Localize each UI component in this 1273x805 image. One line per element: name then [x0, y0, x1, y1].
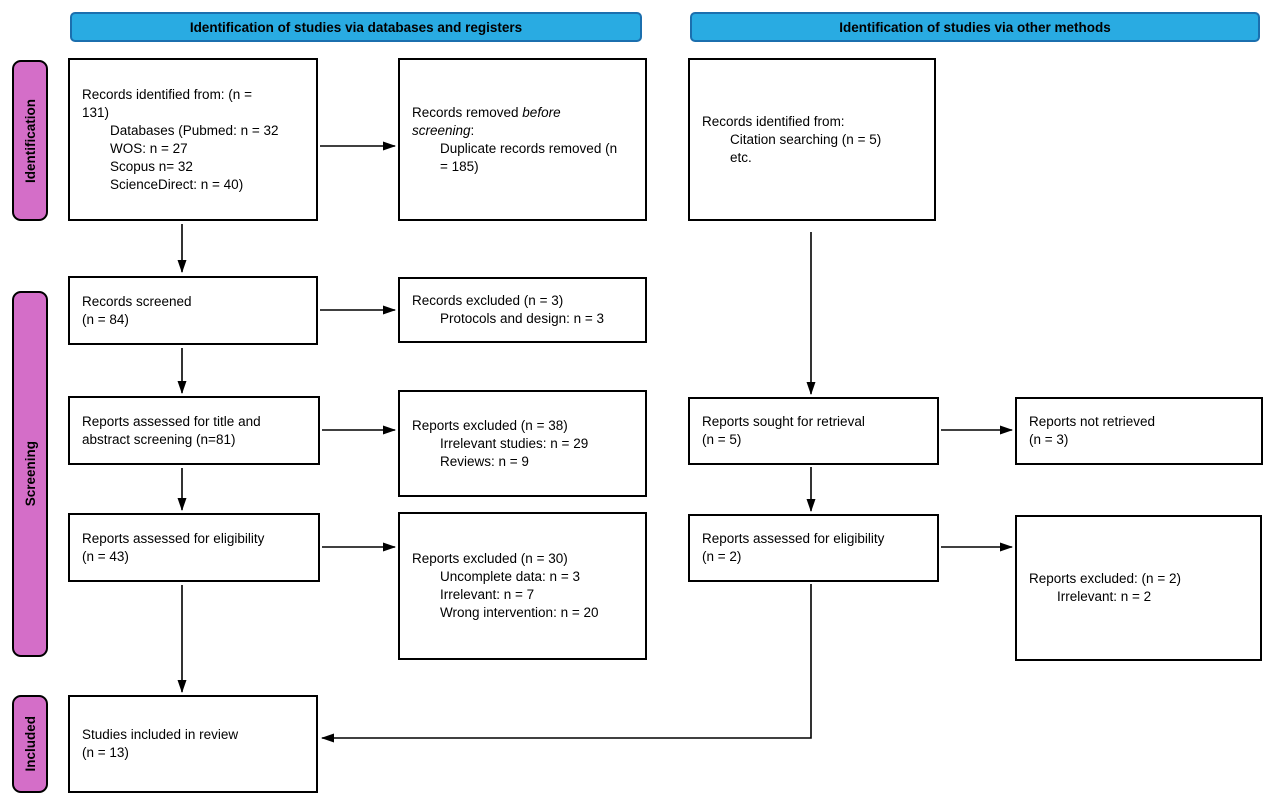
box-line: Databases (Pubmed: n = 32 [110, 122, 279, 138]
box-records-identified: Records identified from: (n = 131) Datab… [68, 58, 318, 221]
stage-identification: Identification [12, 60, 48, 221]
box-line: Protocols and design: n = 3 [440, 311, 604, 326]
box-line: screening: [412, 122, 637, 140]
box-line: Reports excluded: (n = 2) [1029, 571, 1181, 586]
box-line: (n = 3) [1029, 432, 1069, 447]
header-other-methods: Identification of studies via other meth… [690, 12, 1260, 42]
box-reports-title-abstract: Reports assessed for title and abstract … [68, 396, 320, 465]
box-line: Reports not retrieved [1029, 414, 1156, 429]
header-other-label: Identification of studies via other meth… [839, 19, 1111, 35]
box-line: (n = 5) [702, 432, 742, 447]
box-line: Irrelevant: n = 7 [440, 587, 535, 602]
box-line: Reports assessed for title and [82, 413, 261, 429]
box-line: Reports excluded (n = 38) [412, 417, 568, 433]
box-line: Records screened [82, 293, 192, 309]
header-databases-label: Identification of studies via databases … [189, 19, 523, 35]
box-line: (n = 2) [702, 549, 742, 564]
box-studies-included: Studies included in review (n = 13) [68, 695, 318, 793]
box-line: Scopus n= 32 [110, 158, 193, 174]
box-line: WOS: n = 27 [110, 140, 188, 156]
box-line: ScienceDirect: n = 40) [110, 176, 244, 192]
stage-screening-label: Screening [22, 441, 38, 507]
header-databases-registers: Identification of studies via databases … [70, 12, 642, 42]
box-reports-sought: Reports sought for retrieval (n = 5) [688, 397, 939, 465]
box-line: Reports sought for retrieval [702, 414, 865, 429]
box-line: Uncomplete data: n = 3 [440, 569, 580, 584]
box-records-excluded: Records excluded (n = 3) Protocols and d… [398, 277, 647, 343]
box-line: (n = 13) [82, 745, 129, 760]
box-line: Citation searching (n = 5) [730, 131, 882, 147]
box-reports-eligibility: Reports assessed for eligibility (n = 43… [68, 513, 320, 582]
box-line: Records excluded (n = 3) [412, 293, 564, 308]
stage-included: Included [12, 695, 48, 793]
box-records-other-methods: Records identified from: Citation search… [688, 58, 936, 221]
box-text-italic: screening [412, 122, 471, 138]
box-records-removed: Records removed before screening: Duplic… [398, 58, 647, 221]
box-line: = 185) [440, 158, 479, 174]
box-line: (n = 43) [82, 548, 129, 564]
box-text: : [470, 122, 475, 138]
box-reports-excluded-eligibility: Reports excluded (n = 30) Uncomplete dat… [398, 512, 647, 660]
box-line: Irrelevant studies: n = 29 [440, 435, 589, 451]
box-line: Reports assessed for eligibility [702, 531, 885, 546]
box-line: Reviews: n = 9 [440, 453, 529, 469]
stage-screening: Screening [12, 291, 48, 657]
stage-identification-label: Identification [22, 98, 38, 183]
box-line: etc. [730, 149, 752, 165]
box-reports-excluded-other: Reports excluded: (n = 2) Irrelevant: n … [1015, 515, 1262, 661]
box-line: Reports assessed for eligibility [82, 530, 265, 546]
box-line: abstract screening (n=81) [82, 431, 236, 447]
box-line: 131) [82, 104, 110, 120]
box-line: Irrelevant: n = 2 [1057, 589, 1152, 604]
box-line: Duplicate records removed (n [440, 140, 618, 156]
box-reports-excluded-screening: Reports excluded (n = 38) Irrelevant stu… [398, 390, 647, 497]
box-text-italic: before [522, 104, 561, 120]
box-line: (n = 84) [82, 311, 129, 327]
box-reports-not-retrieved: Reports not retrieved (n = 3) [1015, 397, 1263, 465]
box-line: Studies included in review [82, 727, 239, 742]
box-line: Records removed before [412, 104, 637, 122]
box-line: Reports excluded (n = 30) [412, 551, 568, 566]
box-line: Records identified from: [702, 113, 845, 129]
box-reports-eligibility-other: Reports assessed for eligibility (n = 2) [688, 514, 939, 582]
box-records-screened: Records screened (n = 84) [68, 276, 318, 345]
box-line: Wrong intervention: n = 20 [440, 605, 599, 620]
box-line: Records identified from: (n = [82, 86, 252, 102]
stage-included-label: Included [22, 716, 38, 772]
box-text: Records removed [412, 104, 523, 120]
